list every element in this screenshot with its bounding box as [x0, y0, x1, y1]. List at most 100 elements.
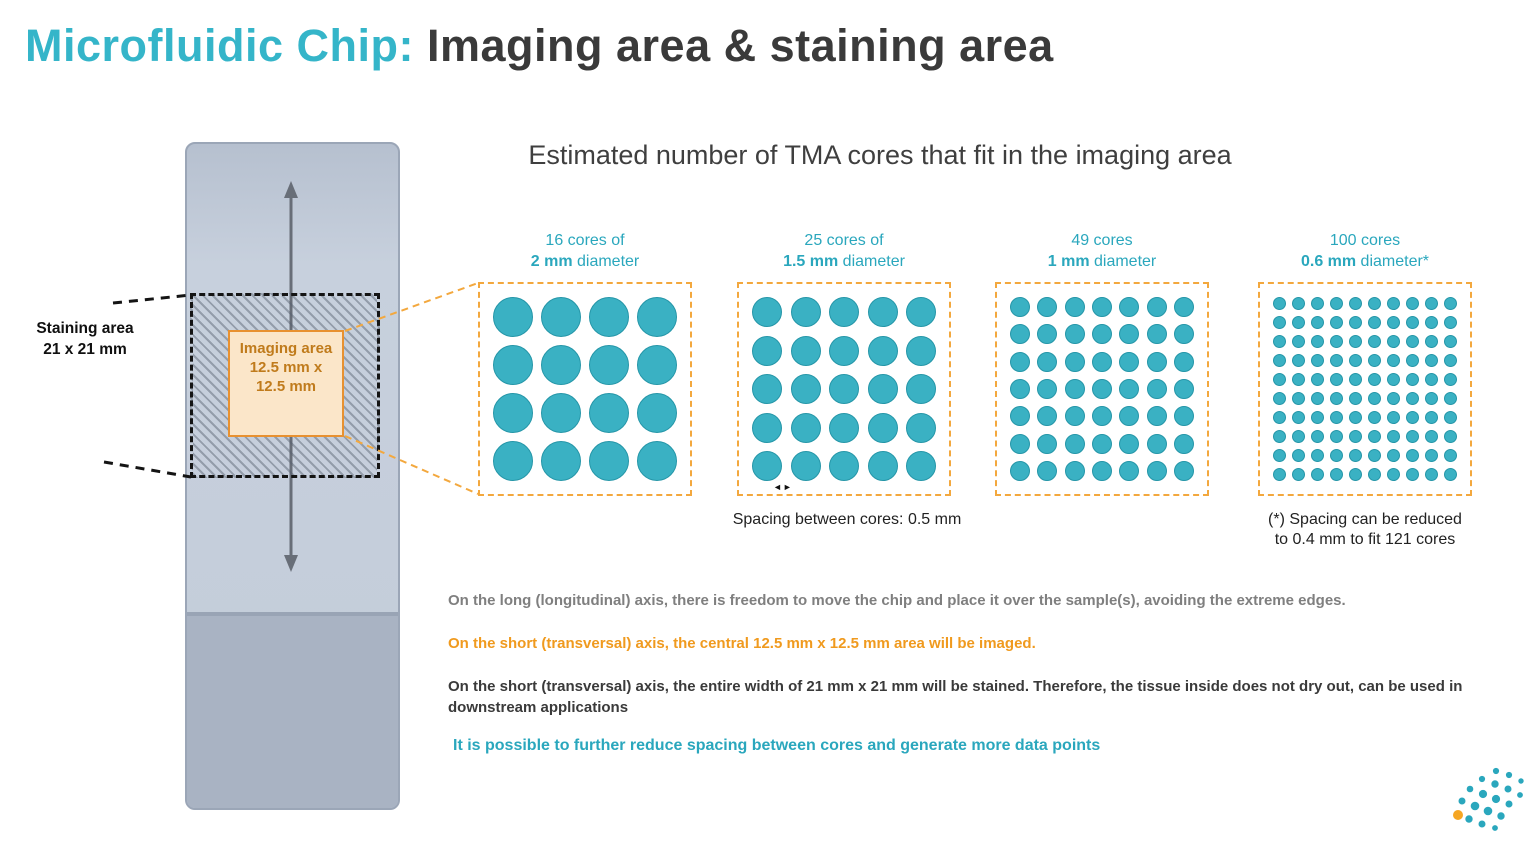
note-longitudinal-axis: On the long (longitudinal) axis, there i… [448, 592, 1346, 609]
spacing-indicator-icon: ◄► [773, 482, 793, 492]
tma-core-dot [1387, 354, 1400, 367]
tma-core-dot [1119, 406, 1140, 427]
tma-core-dot [752, 374, 782, 404]
tma-core-dot [867, 451, 898, 481]
tma-core-dot [1330, 335, 1343, 348]
tma-core-dot [1010, 378, 1030, 399]
tma-core-dot [1425, 392, 1438, 405]
tma-core-dot [1444, 297, 1457, 310]
tma-core-dot [1444, 392, 1457, 405]
tma-core-dot [906, 335, 936, 366]
panel-100-cores: 100 cores 0.6 mm diameter* [1258, 230, 1472, 496]
tma-core-dot [1444, 373, 1457, 386]
tma-core-dot [637, 393, 677, 433]
footnote-line2: to 0.4 mm to fit 121 cores [1274, 531, 1456, 548]
tma-core-dot [1406, 373, 1419, 386]
tma-core-dot [1064, 297, 1085, 317]
tma-core-dot [541, 393, 581, 433]
panel-16-cores: 16 cores of 2 mm diameter [478, 230, 692, 496]
tma-core-dot [1330, 468, 1343, 481]
tma-core-dot [1173, 297, 1194, 317]
note-spacing-reduction: It is possible to further reduce spacing… [453, 737, 1101, 754]
tma-core-dot [1349, 449, 1362, 462]
tma-core-dot [493, 393, 533, 433]
tma-core-dot [906, 297, 936, 327]
tma-core-dot [1273, 297, 1286, 310]
tma-core-dot [1173, 406, 1194, 427]
tma-core-dot [1037, 324, 1058, 345]
tma-core-dot [1119, 460, 1140, 481]
tma-core-dot [1425, 468, 1438, 481]
tma-core-dot [1425, 449, 1438, 462]
tma-core-dot [1064, 351, 1085, 372]
panel-25-diameter: diameter [838, 253, 905, 270]
tma-core-dot [1037, 433, 1058, 454]
staining-area-label-line2: 21 x 21 mm [43, 341, 127, 358]
panel-25-label-line1: 25 cores of [804, 232, 884, 249]
panel-25-label-line2: 1.5 mm diameter [737, 251, 951, 272]
tma-core-dot [1444, 449, 1457, 462]
footnote-caption: (*) Spacing can be reduced to 0.4 mm to … [1240, 510, 1490, 550]
tma-core-dot [1311, 468, 1324, 481]
tma-core-dot [1311, 373, 1324, 386]
tma-core-dot [1330, 430, 1343, 443]
tma-core-dot [1330, 373, 1343, 386]
tma-core-dot [1406, 392, 1419, 405]
tma-core-dot [589, 345, 629, 385]
tma-core-dot [1173, 351, 1194, 372]
tma-core-dot [1010, 433, 1030, 454]
tma-core-dot [1273, 373, 1286, 386]
tma-core-dot [1387, 392, 1400, 405]
tma-core-dot [1091, 406, 1112, 427]
tma-core-dot [637, 345, 677, 385]
tma-core-dot [1273, 354, 1286, 367]
tma-core-dot [790, 335, 821, 366]
tma-core-dot [1444, 430, 1457, 443]
tma-core-dot [541, 345, 581, 385]
note-staining-area: On the short (transversal) axis, the ent… [448, 678, 1463, 716]
tma-core-dot [1330, 411, 1343, 424]
tma-core-dot [1387, 373, 1400, 386]
tma-core-dot [1292, 316, 1305, 329]
panel-49-label-line1: 49 cores [1071, 232, 1133, 249]
logo-orange-dot [1453, 810, 1463, 820]
imaging-area-box: Imaging area 12.5 mm x 12.5 mm [228, 330, 344, 437]
tma-core-dot [493, 441, 533, 481]
tma-core-dot [1406, 430, 1419, 443]
tma-core-dot [906, 374, 936, 404]
tma-core-dot [1091, 324, 1112, 345]
panel-25-label: 25 cores of 1.5 mm diameter [737, 230, 951, 272]
panel-16-label: 16 cores of 2 mm diameter [478, 230, 692, 272]
tma-core-dot [1146, 460, 1167, 481]
tma-core-dot [1368, 373, 1381, 386]
tma-core-dot [1146, 297, 1167, 317]
tma-core-dot [1330, 316, 1343, 329]
tma-core-dot [1311, 411, 1324, 424]
core-grid-100 [1258, 282, 1472, 496]
tma-core-dot [1425, 373, 1438, 386]
panel-16-diameter: diameter [572, 253, 640, 270]
tma-core-dot [1311, 354, 1324, 367]
panel-100-label: 100 cores 0.6 mm diameter* [1258, 230, 1472, 272]
panel-25-size: 1.5 mm [783, 253, 839, 270]
tma-core-dot [1406, 449, 1419, 462]
panel-100-diameter: diameter* [1356, 253, 1430, 270]
tma-core-dot [637, 297, 677, 337]
panel-100-label-line1: 100 cores [1329, 232, 1401, 249]
tma-core-dot [1387, 468, 1400, 481]
panel-49-label-line2: 1 mm diameter [995, 251, 1209, 272]
tma-core-dot [1368, 449, 1381, 462]
core-grid-25: ◄► [737, 282, 951, 496]
tma-core-dot [1119, 378, 1140, 399]
tma-core-dot [1368, 430, 1381, 443]
tma-core-dot [1091, 460, 1112, 481]
tma-core-dot [1425, 297, 1438, 310]
tma-core-dot [1444, 468, 1457, 481]
tma-core-dot [829, 374, 859, 404]
tma-core-dot [1425, 411, 1438, 424]
tma-core-dot [1119, 324, 1140, 345]
core-dots [1010, 297, 1194, 481]
panel-16-size: 2 mm [530, 253, 573, 270]
tma-core-dot [867, 374, 898, 404]
tma-core-dot [1173, 460, 1194, 481]
